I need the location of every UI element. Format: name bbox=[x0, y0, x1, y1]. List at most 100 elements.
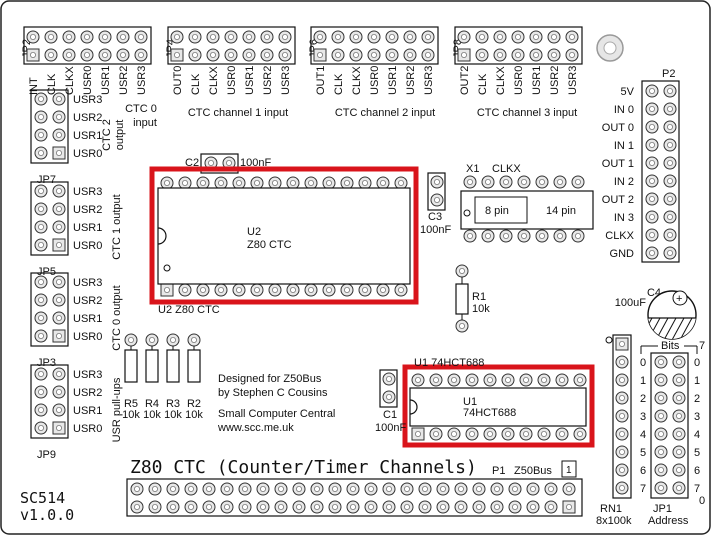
jp6-pad-row1-1-hole bbox=[334, 34, 341, 41]
p1-pad-row1-10-hole bbox=[313, 485, 320, 492]
rn1-pad-6-hole bbox=[619, 448, 626, 455]
jp2-pin-label-1: CLK bbox=[46, 73, 58, 95]
p2-pad-b-3-hole bbox=[667, 141, 674, 148]
p1-pad-row2-13-hole bbox=[367, 503, 374, 510]
rn1-pad-0-hole bbox=[619, 340, 626, 347]
u2-pad-bottom-1-hole bbox=[181, 286, 188, 293]
u1-body bbox=[409, 387, 587, 427]
jp8-pad-row1-5-hole bbox=[551, 34, 558, 41]
jp4-outline bbox=[167, 26, 296, 65]
left-hdr-2-pad-b-3-hole bbox=[56, 332, 63, 339]
jp1-bit-label-1: 1 bbox=[694, 375, 700, 387]
u1-pad-top-3-hole bbox=[468, 376, 475, 383]
resistor-1-ref: R4 bbox=[145, 398, 159, 410]
p2-pin-label-2: OUT 0 bbox=[602, 122, 634, 134]
rn1-pad-8-hole bbox=[619, 484, 626, 491]
jp1-bit-label-3: 3 bbox=[694, 411, 700, 423]
p1-pad-row2-17-hole bbox=[439, 503, 446, 510]
jp8-pin-label-4: USR1 bbox=[531, 66, 543, 95]
jp4-pad-row1-4-hole bbox=[245, 34, 252, 41]
resistor-2-value: 10k bbox=[164, 409, 182, 421]
credit-line-2: by Stephen C Cousins bbox=[218, 387, 328, 399]
left-hdr-3-pad-b-2-hole bbox=[56, 406, 63, 413]
left-hdr-0-caption-1: CTC 2 bbox=[101, 119, 113, 151]
p1-pad-row1-14-hole bbox=[385, 485, 392, 492]
p1-pad-row1-19-hole bbox=[475, 485, 482, 492]
x1-pad-bottom-3-hole bbox=[521, 232, 528, 239]
jp4-pad-row2-1-hole bbox=[191, 52, 198, 59]
jp2-pin-label-6: USR3 bbox=[136, 66, 148, 95]
u1-silk-label: U1 74HCT688 bbox=[414, 357, 484, 369]
jp2-pin-label-5: USR2 bbox=[118, 66, 130, 95]
left-hdr-1-name: JP5 bbox=[37, 266, 56, 278]
jp2-pad-row2-0-hole bbox=[29, 52, 36, 59]
left-hdr-0-pad-b-2-hole bbox=[56, 131, 63, 138]
p2-pad-a-4-hole bbox=[649, 159, 656, 166]
jp6-pad-row1-6-hole bbox=[424, 34, 431, 41]
jp2-pad-row2-1-hole bbox=[48, 52, 55, 59]
p2-pad-a-9-hole bbox=[649, 249, 656, 256]
jp6-caption: CTC channel 2 input bbox=[335, 107, 435, 119]
u2-notch bbox=[157, 227, 167, 245]
left-hdr-0-pad-b-0-hole bbox=[56, 96, 63, 103]
jp4-pad-row1-2-hole bbox=[209, 34, 216, 41]
jp1-pad-a-5-hole bbox=[658, 448, 665, 455]
u1-pad-top-8-hole bbox=[559, 376, 566, 383]
u1-pad-top-7-hole bbox=[541, 376, 548, 383]
left-hdr-3-pad-a-0-hole bbox=[38, 370, 45, 377]
jp1-pad-a-3-hole bbox=[658, 412, 665, 419]
jp8-caption: CTC channel 3 input bbox=[477, 107, 577, 119]
jp4-pad-row1-0-hole bbox=[173, 34, 180, 41]
u1-pad-top-0-hole bbox=[414, 376, 421, 383]
jp4-pad-row2-3-hole bbox=[227, 52, 234, 59]
r1-pad-1-hole bbox=[458, 267, 465, 274]
jp4-pin-label-0: OUT0 bbox=[172, 66, 184, 95]
c2-value: 100nF bbox=[240, 157, 271, 169]
p1-pad-row1-5-hole bbox=[223, 485, 230, 492]
p1-pad-row2-16-hole bbox=[421, 503, 428, 510]
p1-pad-row2-19-hole bbox=[475, 503, 482, 510]
jp6-pad-row1-4-hole bbox=[388, 34, 395, 41]
jp4-pad-row2-4-hole bbox=[245, 52, 252, 59]
c3-value: 100nF bbox=[420, 224, 451, 236]
bits-label: Bits bbox=[661, 340, 680, 352]
jp1-bit-label-6: 6 bbox=[694, 465, 700, 477]
jp8-pin-label-1: CLK bbox=[477, 73, 489, 95]
left-hdr-0-pad-a-2-hole bbox=[38, 131, 45, 138]
p1-pad-row1-15-hole bbox=[403, 485, 410, 492]
p1-pad-row1-18-hole bbox=[457, 485, 464, 492]
jp8-outline bbox=[454, 26, 583, 65]
u1-pad-top-2-hole bbox=[450, 376, 457, 383]
left-hdr-0-name: JP7 bbox=[37, 174, 56, 186]
p1-pad-row2-20-hole bbox=[493, 503, 500, 510]
jp6-pad-row1-0-hole bbox=[316, 34, 323, 41]
rn1-pad-3-hole bbox=[619, 394, 626, 401]
jp2-pad-row1-4-hole bbox=[102, 34, 109, 41]
left-hdr-3-pad-a-2-hole bbox=[38, 406, 45, 413]
jp6-pin-label-4: USR1 bbox=[387, 66, 399, 95]
jp1-pad-b-3-hole bbox=[676, 412, 683, 419]
resistor-1-pad-top-hole bbox=[148, 336, 155, 343]
r1-value: 10k bbox=[472, 303, 490, 315]
resistor-0-ref: R5 bbox=[124, 398, 138, 410]
u2-pad-top-0-hole bbox=[163, 179, 170, 186]
x1-pad-bottom-0-hole bbox=[466, 232, 473, 239]
jp6-pad-row2-5-hole bbox=[406, 52, 413, 59]
jp1-pad-b-0-hole bbox=[676, 358, 683, 365]
p1-pad-row2-10-hole bbox=[313, 503, 320, 510]
jp4-pad-row2-6-hole bbox=[281, 52, 288, 59]
x1-pad-top-1-hole bbox=[484, 178, 491, 185]
r1-body bbox=[455, 283, 469, 315]
jp8-pad-row1-3-hole bbox=[515, 34, 522, 41]
u2-pad-top-7-hole bbox=[289, 179, 296, 186]
jp6-pad-row2-6-hole bbox=[424, 52, 431, 59]
credit-line-1: Designed for Z50Bus bbox=[218, 373, 322, 385]
left-hdr-2-pad-b-0-hole bbox=[56, 278, 63, 285]
p1-pad-row1-16-hole bbox=[421, 485, 428, 492]
jp2-caption-line2: input bbox=[133, 117, 157, 129]
x1-pad-bottom-6-hole bbox=[575, 232, 582, 239]
jp8-pin-label-2: CLKX bbox=[495, 66, 507, 95]
x1-pad-top-0-hole bbox=[466, 178, 473, 185]
